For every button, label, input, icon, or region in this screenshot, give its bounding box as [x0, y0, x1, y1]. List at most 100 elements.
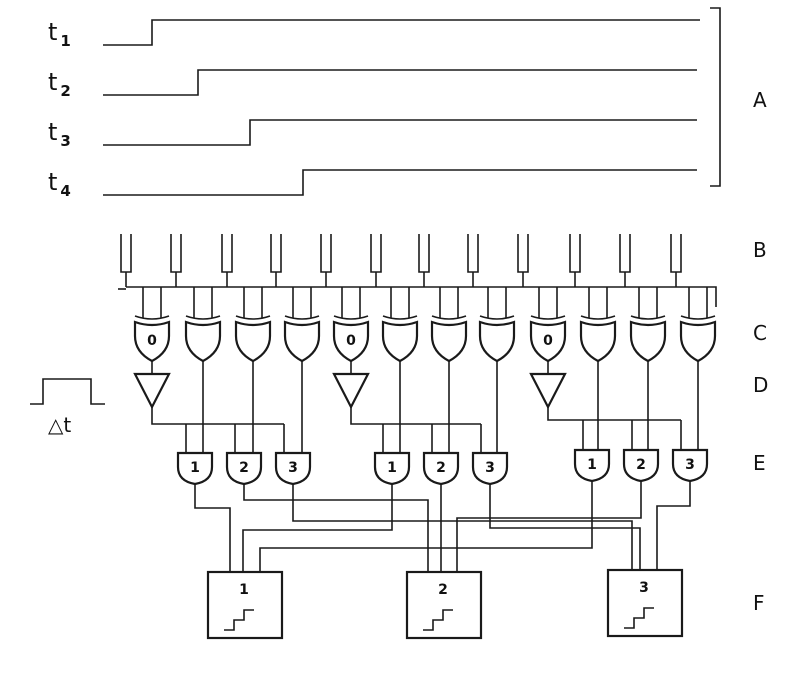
- output-counter-label: 3: [639, 580, 649, 596]
- output-wire: [243, 484, 429, 572]
- section-label-f: F: [753, 591, 765, 615]
- and-gate: [671, 448, 709, 483]
- and-gate: [622, 448, 660, 483]
- pulse-signal: △t: [30, 378, 105, 437]
- xor-marker: 0: [346, 333, 356, 349]
- xor-gate-curve: [680, 315, 716, 320]
- buffer-bus-wire: [547, 407, 681, 421]
- buffer-bus-wire: [350, 407, 481, 425]
- and-gate-label: 2: [636, 457, 646, 473]
- xor-gate: [478, 320, 516, 363]
- buffer-gate: [529, 372, 567, 410]
- output-wire: [242, 484, 393, 572]
- and-gate: [176, 451, 214, 486]
- timing-bracket: [710, 7, 721, 187]
- xor-gate: [529, 320, 567, 363]
- detector-element: [120, 234, 132, 273]
- section-label-b: B: [753, 238, 767, 262]
- output-wire: [259, 481, 593, 572]
- pulse-label: △t: [48, 413, 71, 437]
- xor-marker: 0: [147, 333, 157, 349]
- and-gate: [573, 448, 611, 483]
- section-label-e: E: [753, 451, 766, 475]
- output-wire: [489, 484, 641, 570]
- waveform-t1: [103, 19, 700, 46]
- output-counter-label: 1: [239, 582, 249, 598]
- buffer-bus-wire: [151, 407, 284, 425]
- detector-element: [170, 234, 182, 273]
- and-gate-label: 3: [485, 460, 495, 476]
- detector-element: [370, 234, 382, 273]
- xor-gate-curve: [134, 315, 170, 320]
- output-row: 1 2 3: [206, 568, 684, 640]
- and-gate: [422, 451, 460, 486]
- xor-gate-curve: [431, 315, 467, 320]
- output-counter-label: 2: [438, 582, 448, 598]
- xor-gate-curve: [185, 315, 221, 320]
- xor-marker: 0: [543, 333, 553, 349]
- buffer-gate: [332, 372, 370, 410]
- detector-element: [670, 234, 682, 273]
- and-gate: [373, 451, 411, 486]
- output-counter-box: [606, 568, 684, 638]
- and-gate-label: 1: [190, 460, 200, 476]
- buffer-row: [133, 372, 567, 410]
- and-gate: [471, 451, 509, 486]
- and-gate: [274, 451, 312, 486]
- section-label-c: C: [753, 321, 767, 345]
- and-gate-label: 3: [288, 460, 298, 476]
- and-gate-label: 3: [685, 457, 695, 473]
- and-gate: [225, 451, 263, 486]
- detector-element: [517, 234, 529, 273]
- xor-gate-curve: [382, 315, 418, 320]
- xor-gate: [679, 320, 717, 363]
- output-wire: [292, 484, 633, 570]
- detector-element: [619, 234, 631, 273]
- section-label-d: D: [753, 373, 768, 397]
- detector-element: [569, 234, 581, 273]
- detector-element: [320, 234, 332, 273]
- and-gate-label: 1: [587, 457, 597, 473]
- wiring: [118, 286, 717, 572]
- xor-gate: [381, 320, 419, 363]
- xor-gate-curve: [479, 315, 515, 320]
- output-counter-box: [405, 570, 483, 640]
- and-gate-label: 2: [436, 460, 446, 476]
- detector-element: [418, 234, 430, 273]
- xor-gate: [629, 320, 667, 363]
- buffer-gate: [133, 372, 171, 410]
- xor-gate: [283, 320, 321, 363]
- xor-gate: [133, 320, 171, 363]
- detector-element: [467, 234, 479, 273]
- section-label-a: A: [753, 88, 767, 112]
- and-gate-label: 1: [387, 460, 397, 476]
- staircase-icon: [624, 607, 654, 629]
- staircase-icon: [423, 609, 453, 631]
- detector-element: [270, 234, 282, 273]
- pulse-waveform: [30, 378, 105, 405]
- detector-row: [120, 234, 682, 287]
- output-wire: [456, 481, 642, 572]
- staircase-icon: [224, 609, 254, 631]
- xor-gate-row: 0 0 0: [133, 315, 717, 363]
- section-labels: A B C D E F: [753, 88, 768, 615]
- xor-gate: [579, 320, 617, 363]
- xor-gate-curve: [333, 315, 369, 320]
- xor-gate-curve: [284, 315, 320, 320]
- xor-gate-curve: [530, 315, 566, 320]
- xor-gate-curve: [630, 315, 666, 320]
- output-wire: [194, 484, 231, 572]
- xor-gate-curve: [235, 315, 271, 320]
- waveform-t3: [103, 119, 697, 146]
- detector-element: [221, 234, 233, 273]
- output-wire: [656, 481, 691, 570]
- waveform-t4: [103, 169, 697, 196]
- xor-gate: [234, 320, 272, 363]
